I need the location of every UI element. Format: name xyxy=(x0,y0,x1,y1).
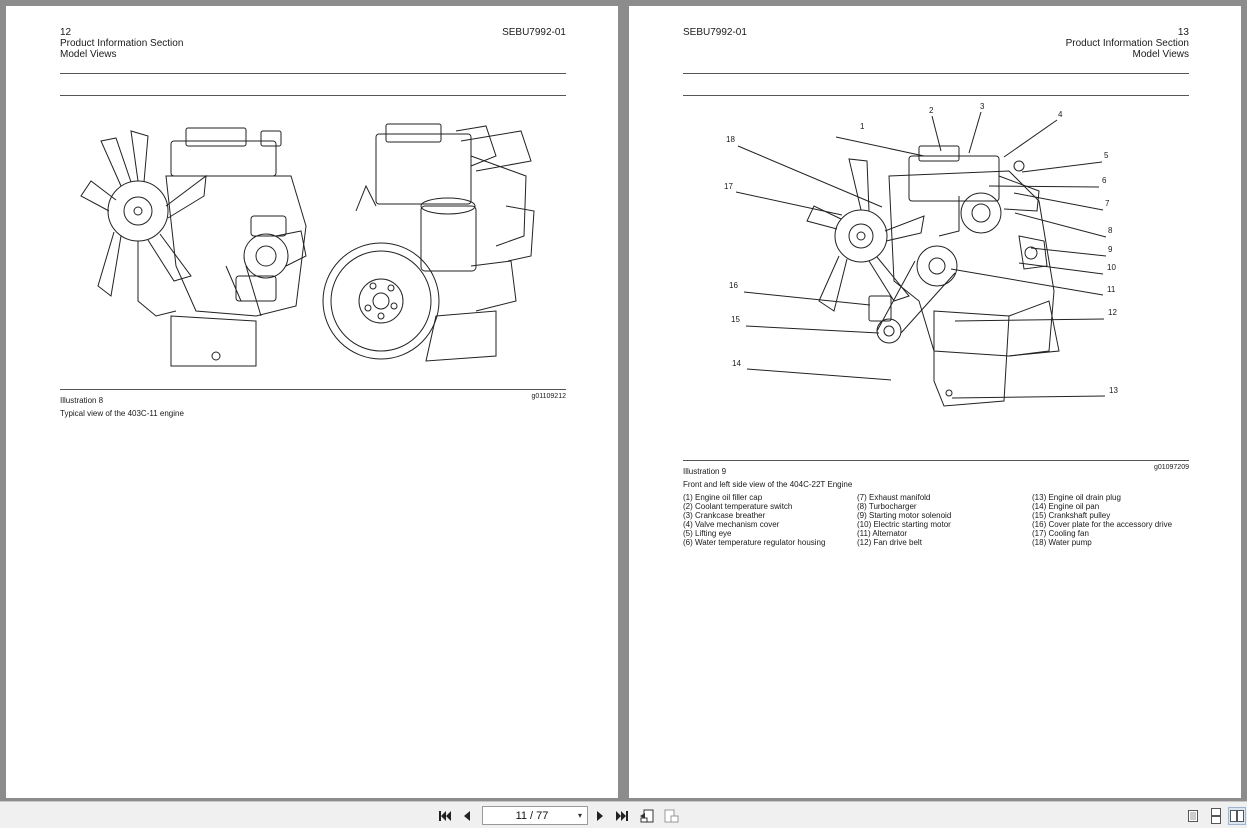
section-title: Product Information Section xyxy=(60,38,184,49)
page-selector[interactable]: 11 / 77 ▾ xyxy=(482,806,588,825)
callout-label: 16 xyxy=(729,281,738,290)
callout-label: 6 xyxy=(1102,176,1107,185)
illustration-code: g01097209 xyxy=(1153,464,1189,471)
header-rule xyxy=(683,73,1189,74)
legend-item: (6) Water temperature regulator housing xyxy=(683,538,826,547)
header-rule xyxy=(60,95,566,96)
callout-label: 10 xyxy=(1107,263,1116,272)
legend-item: (13) Engine oil drain plug xyxy=(1032,493,1121,502)
legend-column-3: (13) Engine oil drain plug (14) Engine o… xyxy=(1032,493,1172,547)
illustration-label: Illustration 8 xyxy=(60,396,104,405)
illustration-code: g01109212 xyxy=(531,393,566,400)
next-page-icon[interactable] xyxy=(591,807,609,825)
first-page-icon[interactable] xyxy=(436,807,454,825)
previous-page-icon[interactable] xyxy=(458,807,476,825)
go-forward-view-icon[interactable] xyxy=(662,807,680,825)
callout-label: 18 xyxy=(726,135,735,144)
legend-item: (8) Turbocharger xyxy=(857,502,917,511)
illustration-caption: Front and left side view of the 404C-22T… xyxy=(683,480,853,489)
legend-item: (15) Crankshaft pulley xyxy=(1032,511,1111,520)
legend-item: (3) Crankcase breather xyxy=(683,511,766,520)
legend-item: (10) Electric starting motor xyxy=(857,520,951,529)
callout-label: 3 xyxy=(980,102,985,111)
callout-label: 14 xyxy=(732,359,741,368)
two-page-view-icon[interactable] xyxy=(1228,807,1246,825)
illustration-rule xyxy=(683,460,1189,461)
legend-column-2: (7) Exhaust manifold (8) Turbocharger (9… xyxy=(857,493,951,547)
right-page: SEBU7992-01 13 Product Information Secti… xyxy=(629,6,1241,798)
callout-label: 12 xyxy=(1108,308,1117,317)
illustration-label: Illustration 9 xyxy=(683,467,727,476)
illustration-caption: Typical view of the 403C-11 engine xyxy=(60,409,184,418)
legend-item: (17) Cooling fan xyxy=(1032,529,1089,538)
legend-item: (12) Fan drive belt xyxy=(857,538,922,547)
callout-label: 1 xyxy=(860,122,865,131)
subsection-title: Model Views xyxy=(60,49,117,60)
callout-label: 13 xyxy=(1109,386,1118,395)
viewer-toolbar: 11 / 77 ▾ xyxy=(0,801,1247,828)
single-page-view-icon[interactable] xyxy=(1184,807,1202,825)
document-id: SEBU7992-01 xyxy=(683,27,747,38)
legend-item: (4) Valve mechanism cover xyxy=(683,520,780,529)
callout-label: 7 xyxy=(1105,199,1110,208)
engine-illustration-404c xyxy=(735,111,1107,407)
callout-label: 4 xyxy=(1058,110,1063,119)
page-indicator: 11 / 77 xyxy=(515,809,549,822)
illustration-rule xyxy=(60,389,566,390)
header-rule xyxy=(60,73,566,74)
callout-label: 11 xyxy=(1107,285,1116,294)
section-title: Product Information Section xyxy=(1065,38,1189,49)
page-number: 13 xyxy=(1177,27,1189,38)
continuous-view-icon[interactable] xyxy=(1207,807,1225,825)
legend-item: (9) Starting motor solenoid xyxy=(857,511,952,520)
callout-label: 17 xyxy=(724,182,733,191)
legend-item: (11) Alternator xyxy=(857,529,908,538)
legend-item: (1) Engine oil filler cap xyxy=(683,493,763,502)
callout-label: 5 xyxy=(1104,151,1109,160)
header-rule xyxy=(683,95,1189,96)
legend-item: (2) Coolant temperature switch xyxy=(683,502,793,511)
callout-label: 8 xyxy=(1108,226,1113,235)
callout-label: 15 xyxy=(731,315,740,324)
legend-item: (16) Cover plate for the accessory drive xyxy=(1032,520,1173,529)
callout-label: 2 xyxy=(929,106,934,115)
legend-item: (14) Engine oil pan xyxy=(1032,502,1100,511)
page-number: 12 xyxy=(60,27,72,38)
document-id: SEBU7992-01 xyxy=(502,27,566,38)
chevron-down-icon[interactable]: ▾ xyxy=(577,811,582,820)
legend-item: (5) Lifting eye xyxy=(683,529,732,538)
left-page: 12 Product Information Section Model Vie… xyxy=(6,6,618,798)
legend-item: (18) Water pump xyxy=(1032,538,1092,547)
legend-column-1: (1) Engine oil filler cap (2) Coolant te… xyxy=(683,493,825,547)
go-back-view-icon[interactable] xyxy=(638,807,656,825)
callout-label: 9 xyxy=(1108,245,1113,254)
subsection-title: Model Views xyxy=(1132,49,1189,60)
legend-item: (7) Exhaust manifold xyxy=(857,493,931,502)
engine-illustration-403c xyxy=(80,123,535,367)
last-page-icon[interactable] xyxy=(613,807,631,825)
